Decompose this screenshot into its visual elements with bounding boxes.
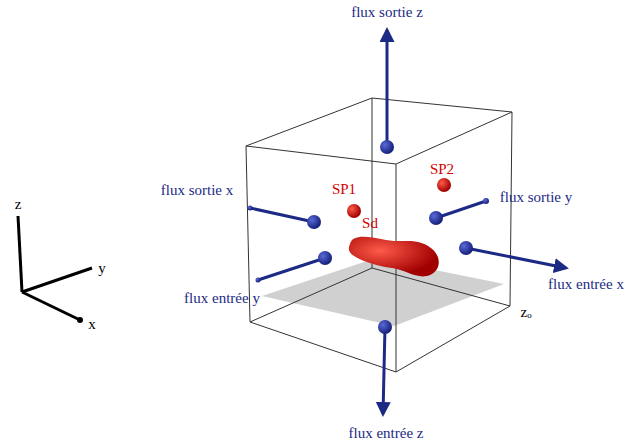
axes xyxy=(18,216,92,323)
flux-label: flux entrée y xyxy=(184,290,260,307)
axis-label: z xyxy=(15,196,22,213)
flux-label: flux entrée z xyxy=(349,425,424,442)
plane-label: zₒ xyxy=(521,304,532,321)
cube xyxy=(246,98,512,372)
flux-label: flux sortie z xyxy=(351,4,423,21)
flux-label: flux entrée x xyxy=(548,276,624,293)
axis-label: x xyxy=(88,316,96,333)
axis-label: y xyxy=(98,260,106,277)
source-sphere xyxy=(437,178,451,192)
source-sphere xyxy=(347,204,361,218)
flux-label: flux sortie x xyxy=(161,182,234,199)
source-label: SP2 xyxy=(430,161,454,178)
source-label: SP1 xyxy=(332,181,356,198)
flux-points xyxy=(248,140,490,334)
source-blob xyxy=(349,237,439,277)
flux-label: flux sortie y xyxy=(500,189,573,206)
flux-arrows xyxy=(250,30,566,414)
source-label: Sd xyxy=(362,215,378,232)
